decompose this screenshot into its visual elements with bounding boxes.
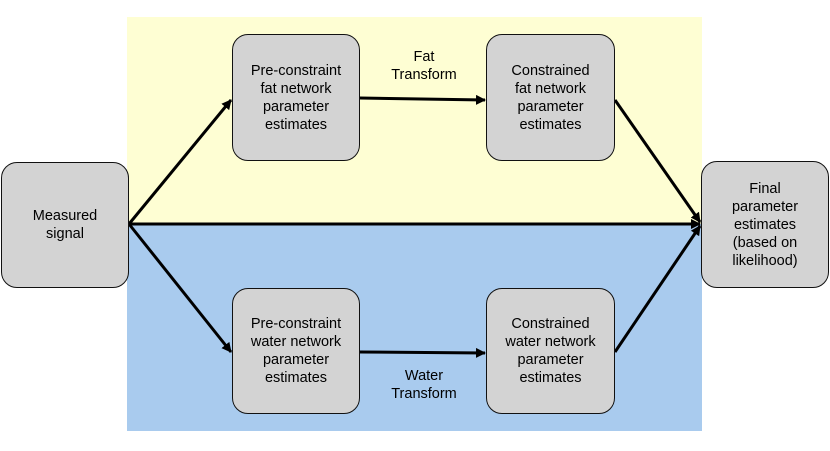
pre-constraint-fat-label: Pre-constraint fat network parameter est… [250,62,342,133]
water-transform-label: Water Transform [391,368,457,402]
final-estimates-label: Final parameter estimates (based on like… [731,180,799,269]
constrained-water-label: Constrained water network parameter esti… [505,316,596,386]
constrained-fat-node: Constrained fat network parameter estima… [486,34,615,161]
constrained-water-node: Constrained water network parameter esti… [486,288,615,414]
measured-signal-node: Measured signal [1,162,129,288]
arrow-constrained-fat-to-final [613,99,702,223]
constrained-fat-label: Constrained fat network parameter estima… [511,62,590,133]
pre-constraint-water-label: Pre-constraint water network parameter e… [250,316,342,386]
arrow-constrained-water-to-final [613,225,702,353]
pre-constraint-fat-node: Pre-constraint fat network parameter est… [232,34,360,161]
measured-signal-label: Measured signal [32,208,98,242]
arrow-pre-fat-to-constrained-fat [359,94,486,105]
arrow-signal-to-pre-fat [127,99,233,225]
pre-constraint-water-node: Pre-constraint water network parameter e… [232,288,360,414]
fat-transform-label: Fat Transform [391,49,457,83]
final-estimates-node: Final parameter estimates (based on like… [701,161,829,288]
arrow-signal-to-pre-water [127,223,233,353]
arrow-pre-water-to-constrained-water [359,347,486,358]
